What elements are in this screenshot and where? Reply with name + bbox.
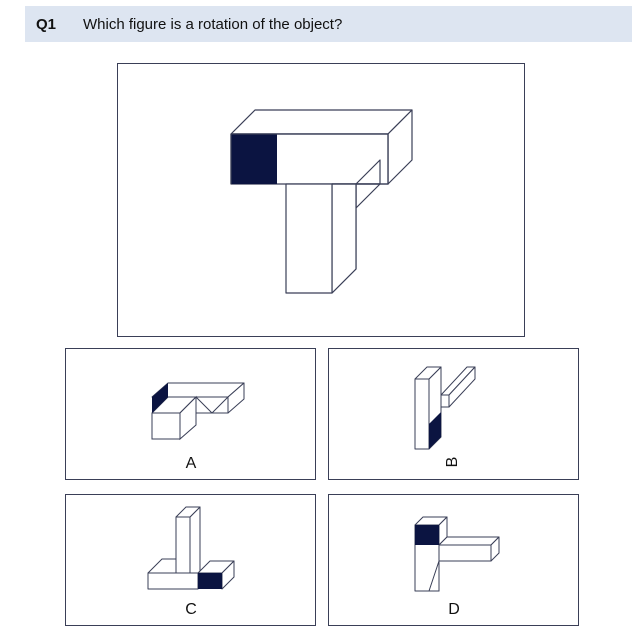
- option-a-label: A: [185, 455, 197, 472]
- t-shape-object: [230, 109, 413, 294]
- option-b[interactable]: B: [328, 348, 579, 480]
- question-header: Q1 Which figure is a rotation of the obj…: [25, 6, 632, 42]
- shaded-face: [231, 134, 277, 184]
- option-c-label: C: [185, 601, 197, 618]
- option-c[interactable]: C: [65, 494, 316, 626]
- option-d-label: D: [448, 601, 460, 618]
- option-d-figure: [414, 516, 500, 592]
- option-a[interactable]: A: [65, 348, 316, 480]
- option-c-figure: [147, 506, 235, 590]
- question-number: Q1: [36, 15, 57, 33]
- object-figure-box: [117, 63, 525, 337]
- question-text: Which figure is a rotation of the object…: [83, 15, 343, 33]
- option-b-label: B: [444, 456, 461, 468]
- option-d[interactable]: D: [328, 494, 579, 626]
- option-a-figure: [151, 382, 245, 441]
- option-b-figure: [414, 366, 476, 450]
